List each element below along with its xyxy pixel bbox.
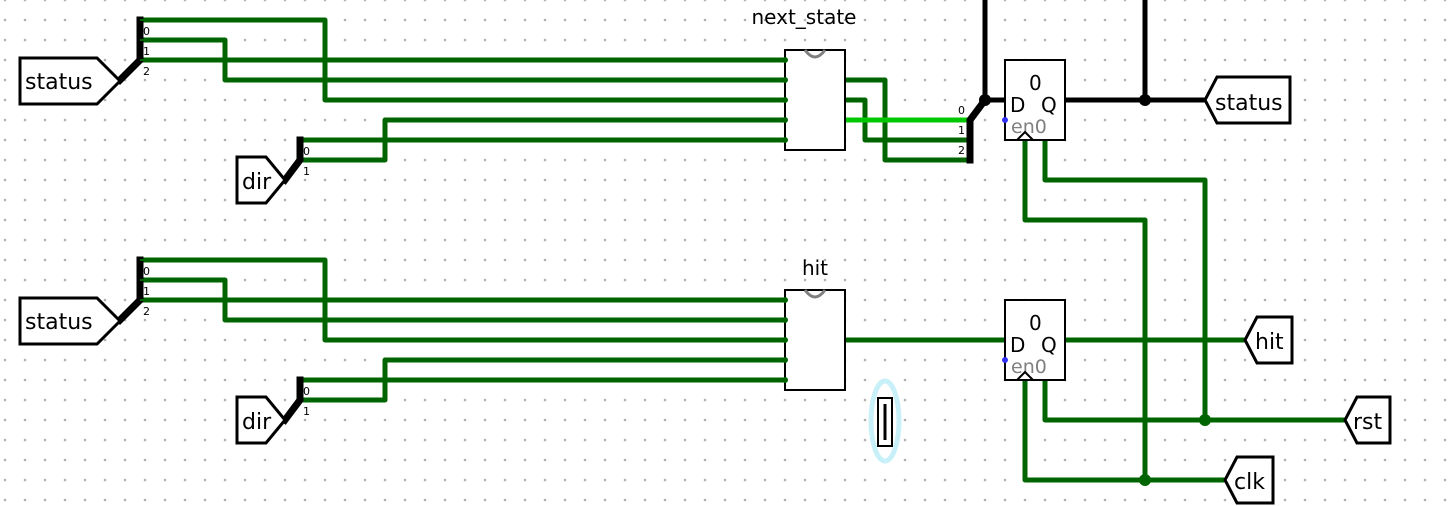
pin-label: dir [242, 170, 272, 195]
tunnel-rst[interactable]: rst [1343, 395, 1392, 445]
pin-label: rst [1353, 410, 1383, 435]
pin-label: status [25, 70, 93, 95]
bit-label: 1 [958, 124, 965, 137]
bit-label: 1 [303, 165, 310, 178]
tunnel-clk[interactable]: clk [1223, 455, 1275, 505]
pin-label: status [25, 310, 93, 335]
subcircuit-next-state[interactable]: next_state [752, 5, 857, 151]
splitter-stubs [140, 19, 160, 301]
splitter-status-top-bits: 0 1 2 [143, 25, 150, 78]
input-dir-top[interactable]: dir [235, 155, 287, 205]
splitter-dir-top-bits: 0 1 [303, 145, 310, 178]
bit-label: 2 [958, 144, 965, 157]
bit-label: 1 [143, 45, 150, 58]
input-dir-bottom[interactable]: dir [235, 395, 287, 445]
port-dots [782, 57, 788, 383]
subcircuit-hit[interactable]: hit [784, 256, 846, 391]
input-status-top[interactable]: status [18, 56, 123, 106]
bit-label: 2 [143, 65, 150, 78]
bit-label: 0 [143, 25, 150, 38]
splitter-status-bottom-bits: 0 1 2 [143, 265, 150, 318]
bit-label: 0 [303, 145, 310, 158]
selected-constant[interactable] [868, 378, 902, 464]
bit-label: 0 [303, 385, 310, 398]
ff-init: 0 [1029, 311, 1042, 335]
ff-q-label: Q [1041, 333, 1057, 357]
pin-label: dir [242, 410, 272, 435]
pin-label: hit [1255, 330, 1284, 355]
input-status-bottom[interactable]: status [18, 296, 123, 346]
bit-label: 2 [143, 305, 150, 318]
ff-en-label: en0 [1011, 116, 1047, 138]
component-label: next_state [752, 5, 857, 29]
ff-init: 0 [1029, 71, 1042, 95]
pin-label: status [1215, 91, 1283, 116]
splitter-out-bits: 0 1 2 [958, 104, 965, 157]
bit-label: 1 [143, 285, 150, 298]
register-hit[interactable]: 0 D Q en0 [1002, 299, 1066, 381]
bit-label: 0 [143, 265, 150, 278]
ff-d-label: D [1010, 93, 1025, 117]
component-label: hit [802, 256, 828, 280]
pin-label: clk [1234, 470, 1265, 495]
output-status[interactable]: status [1203, 75, 1292, 125]
bit-label: 1 [303, 405, 310, 418]
output-hit[interactable]: hit [1243, 315, 1294, 365]
wires-top [140, 17, 1345, 483]
ff-en-label: en0 [1011, 356, 1047, 378]
register-status[interactable]: 0 D Q en0 [1002, 59, 1066, 141]
ff-d-label: D [1010, 333, 1025, 357]
ff-q-label: Q [1041, 93, 1057, 117]
splitter-dir-bottom-bits: 0 1 [303, 385, 310, 418]
bit-label: 0 [958, 104, 965, 117]
